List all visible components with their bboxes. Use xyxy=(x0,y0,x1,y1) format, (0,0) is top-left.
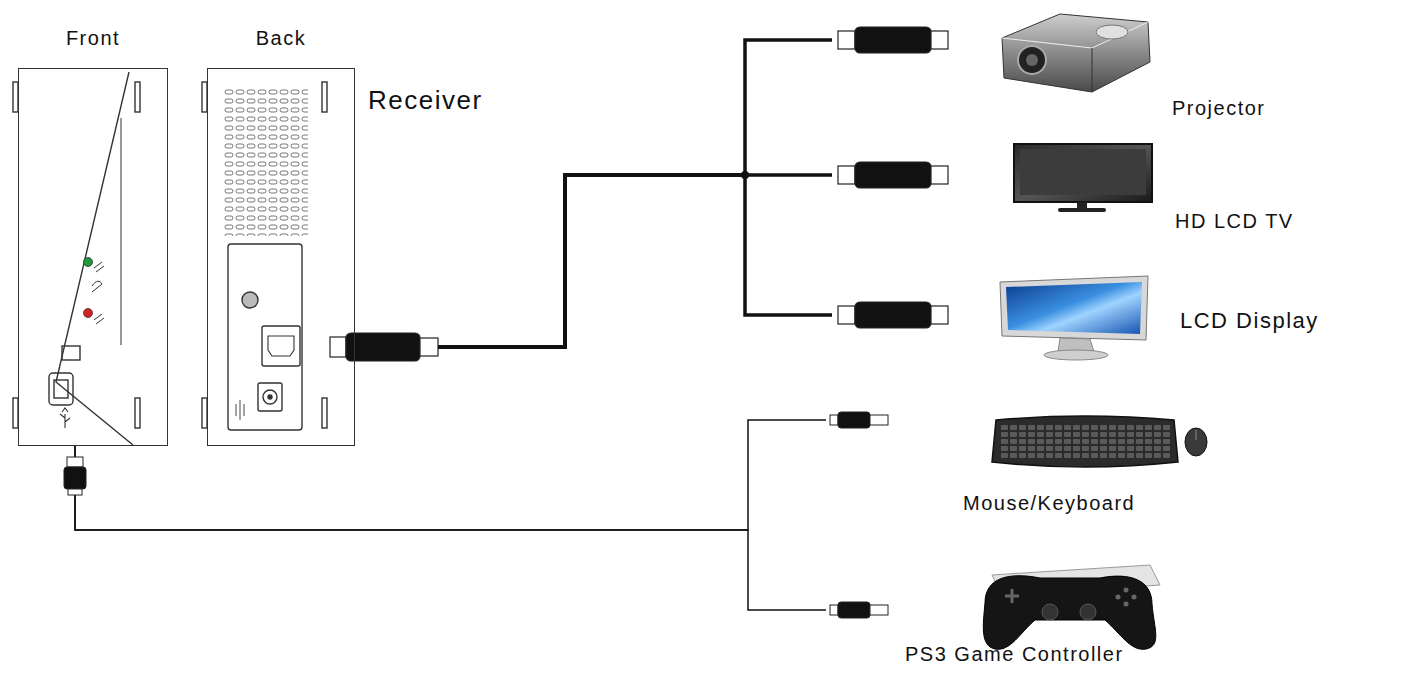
monitor-node: LCD Display xyxy=(832,270,1402,365)
usb-cable xyxy=(75,420,826,530)
usb-plug xyxy=(64,457,86,495)
usb-cable xyxy=(75,446,826,610)
device-title: Receiver xyxy=(368,86,483,116)
device-label: HD LCD TV xyxy=(1175,210,1294,233)
device-label: PS3 Game Controller xyxy=(905,643,1124,666)
device-label: Projector xyxy=(1172,97,1266,120)
hdmi-plug xyxy=(838,162,948,188)
hdmi-cable xyxy=(355,175,832,347)
hdmi-plug xyxy=(330,333,438,361)
tv-node: HD LCD TV xyxy=(832,135,1392,235)
controller-node: PS3 Game Controller xyxy=(826,540,1266,670)
device-label: Back xyxy=(178,27,384,50)
game-controller-icon xyxy=(983,565,1160,649)
front-view-box: Front xyxy=(18,68,168,446)
device-label: Front xyxy=(0,27,197,50)
back-view-box: Back xyxy=(207,68,355,446)
monitor-icon xyxy=(1000,276,1148,360)
device-label: LCD Display xyxy=(1180,308,1319,333)
keyboard-node: Mouse/Keyboard xyxy=(826,395,1226,525)
back-view-detail xyxy=(202,82,327,430)
front-view-detail xyxy=(13,72,140,445)
projector-node: Projector xyxy=(832,5,1352,130)
hdmi-cable xyxy=(355,175,832,347)
device-label: Mouse/Keyboard xyxy=(963,492,1135,515)
hdmi-plug xyxy=(838,302,948,328)
cable-junction xyxy=(741,171,749,179)
usb-plug xyxy=(830,602,888,618)
tv-icon xyxy=(1014,144,1152,212)
hdmi-cable xyxy=(355,40,832,347)
projector-icon xyxy=(1002,14,1150,92)
usb-plug xyxy=(830,412,888,428)
keyboard-mouse-icon xyxy=(992,416,1207,467)
hdmi-plug xyxy=(838,27,948,53)
